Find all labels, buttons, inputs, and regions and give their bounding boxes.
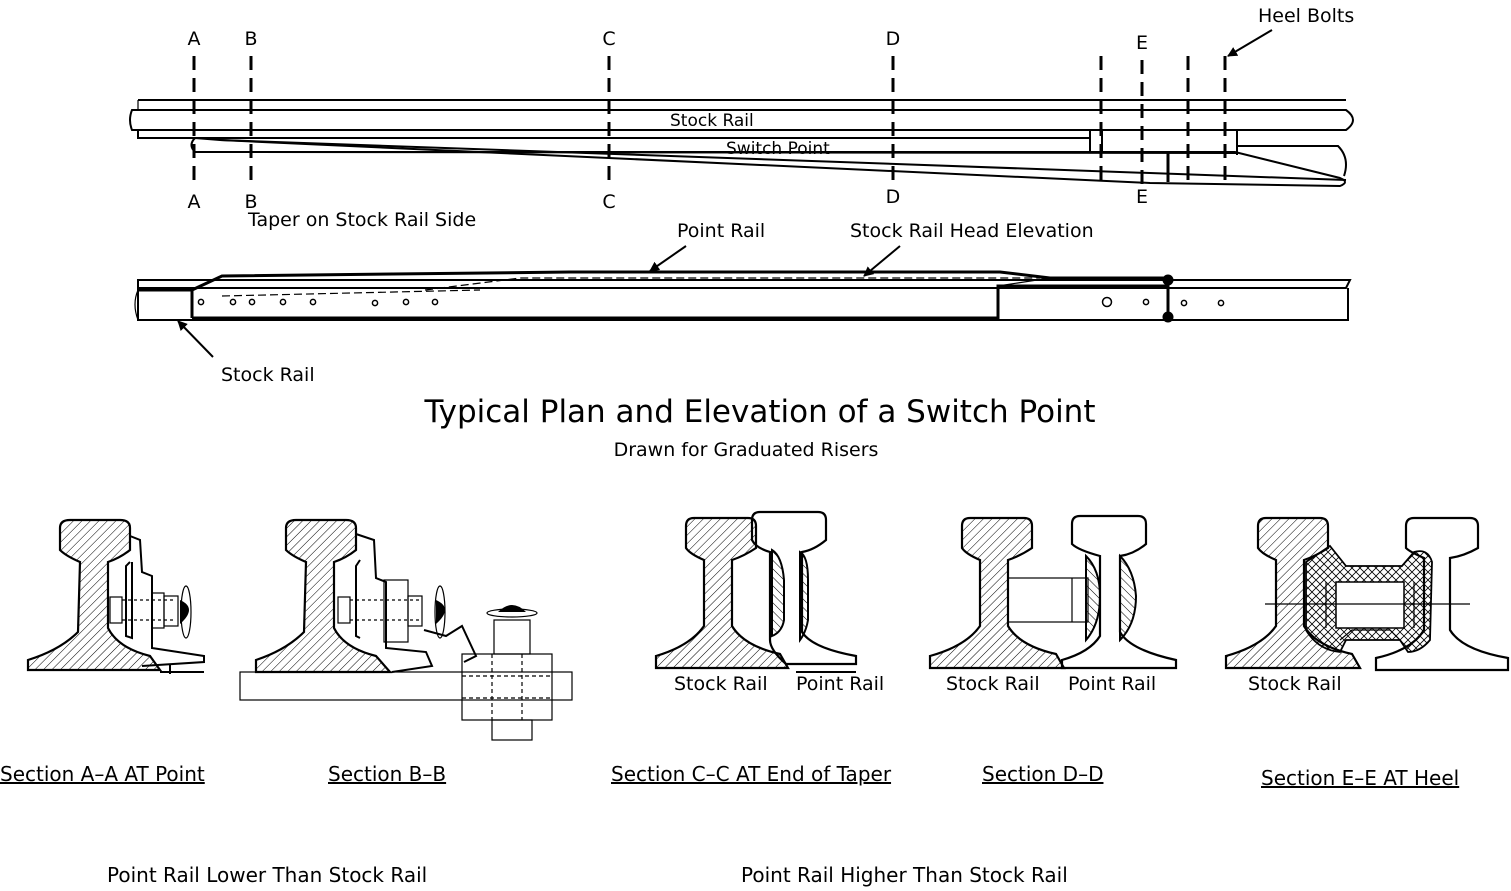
cut-mark-d-top: D	[886, 28, 901, 50]
section-a-a: Section A–A AT Point	[0, 518, 205, 786]
section-c-c-caption: Section C–C AT End of Taper	[611, 762, 892, 786]
plan-stock-rail	[129, 99, 1354, 131]
heel-bolts-arrow	[1227, 29, 1273, 57]
plan-stock-rail-label: Stock Rail	[670, 111, 754, 131]
plan-switch-point	[190, 136, 1346, 188]
section-d-d-stock-rail-label: Stock Rail	[946, 673, 1040, 695]
section-c-c: Stock Rail Point Rail Section C–C AT End…	[611, 510, 892, 786]
section-c-c-stock-rail-label: Stock Rail	[674, 673, 768, 695]
section-e-e-caption: Section E–E AT Heel	[1261, 766, 1459, 790]
section-e-e-stock-rail-label: Stock Rail	[1248, 673, 1342, 695]
heel-bolts-label: Heel Bolts	[1258, 5, 1354, 27]
section-b-b: Section B–B	[239, 518, 573, 786]
cut-mark-b-top: B	[244, 28, 257, 50]
section-c-c-point-rail-label: Point Rail	[796, 673, 884, 695]
cut-mark-b-bottom: B	[244, 191, 257, 213]
elev-stock-rail-label: Stock Rail	[221, 364, 315, 386]
cut-mark-a-bottom: A	[188, 191, 201, 213]
group-label-lower: Point Rail Lower Than Stock Rail	[107, 863, 427, 887]
cut-mark-a-top: A	[188, 28, 201, 50]
elevation-view: Point Rail Stock Rail Head Elevation Sto…	[134, 220, 1352, 386]
section-a-a-caption: Section A–A AT Point	[0, 762, 205, 786]
group-label-higher: Point Rail Higher Than Stock Rail	[741, 863, 1068, 887]
section-d-d-caption: Section D–D	[982, 762, 1103, 786]
cut-mark-c-bottom: C	[602, 191, 615, 213]
elev-stock-rail-head-label: Stock Rail Head Elevation	[850, 220, 1094, 242]
taper-note: Taper on Stock Rail Side	[247, 209, 476, 231]
plan-view: A B C D E A B C D E Heel Bolts Stock Rai…	[129, 5, 1354, 231]
section-b-b-caption: Section B–B	[328, 762, 446, 786]
drawing-title: Typical Plan and Elevation of a Switch P…	[424, 394, 1096, 430]
section-e-e: Stock Rail Section E–E AT Heel	[1224, 516, 1510, 790]
elev-point-rail-label: Point Rail	[677, 220, 765, 242]
cut-mark-e-top: E	[1136, 32, 1148, 54]
cut-mark-d-bottom: D	[886, 186, 901, 208]
section-d-d: Stock Rail Point Rail Section D–D	[928, 514, 1178, 786]
plan-switch-point-label: Switch Point	[726, 139, 830, 159]
cut-mark-e-bottom: E	[1136, 186, 1148, 208]
cut-mark-c-top: C	[602, 28, 615, 50]
drawing-subtitle: Drawn for Graduated Risers	[614, 439, 879, 461]
section-d-d-point-rail-label: Point Rail	[1068, 673, 1156, 695]
